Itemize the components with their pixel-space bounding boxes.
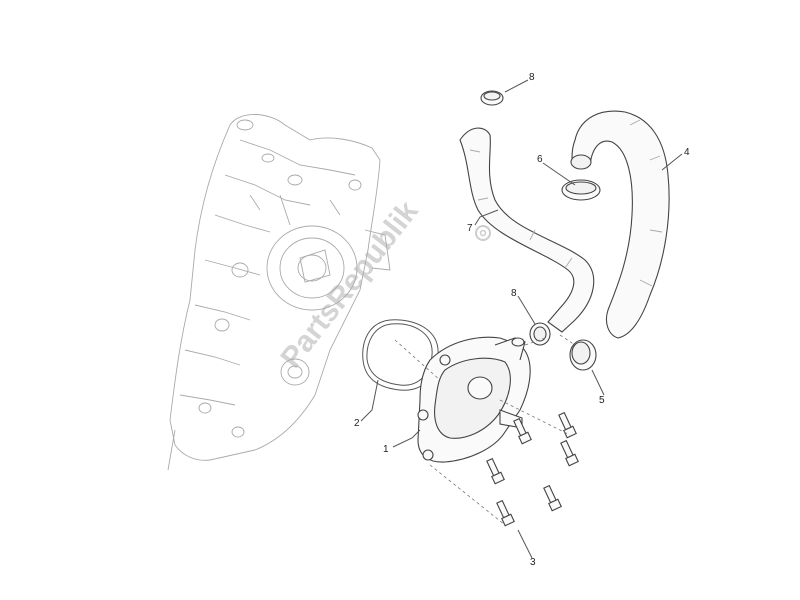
watermark: PartsRepublik xyxy=(275,195,425,375)
callout-2: 2 xyxy=(354,418,360,429)
callout-8-bottom: 8 xyxy=(511,288,517,299)
callout-4: 4 xyxy=(684,147,690,158)
hose-clamp-6 xyxy=(561,179,601,201)
gasket-o-ring xyxy=(362,319,439,391)
callout-1: 1 xyxy=(383,444,389,455)
callout-7: 7 xyxy=(467,223,473,234)
bolt-set xyxy=(486,411,579,527)
callout-labels: 1 2 3 4 5 6 7 8 8 xyxy=(354,72,690,568)
water-pump-cover xyxy=(417,336,531,463)
hose-4 xyxy=(570,110,670,339)
callout-5: 5 xyxy=(599,395,605,406)
leader-lines xyxy=(360,79,683,559)
assembly-guide-lines xyxy=(394,334,576,526)
callout-6: 6 xyxy=(537,154,543,165)
callout-3: 3 xyxy=(530,557,536,568)
hose-clamp-8-bottom xyxy=(529,322,551,346)
engine-housing xyxy=(167,114,391,471)
gear-icon xyxy=(475,225,491,241)
hose-clamp-8-top xyxy=(480,90,504,106)
hose-7 xyxy=(459,127,595,333)
callout-8-top: 8 xyxy=(529,72,535,83)
hose-clamp-5 xyxy=(569,339,597,371)
watermark-text: PartsRepublik xyxy=(275,195,425,375)
